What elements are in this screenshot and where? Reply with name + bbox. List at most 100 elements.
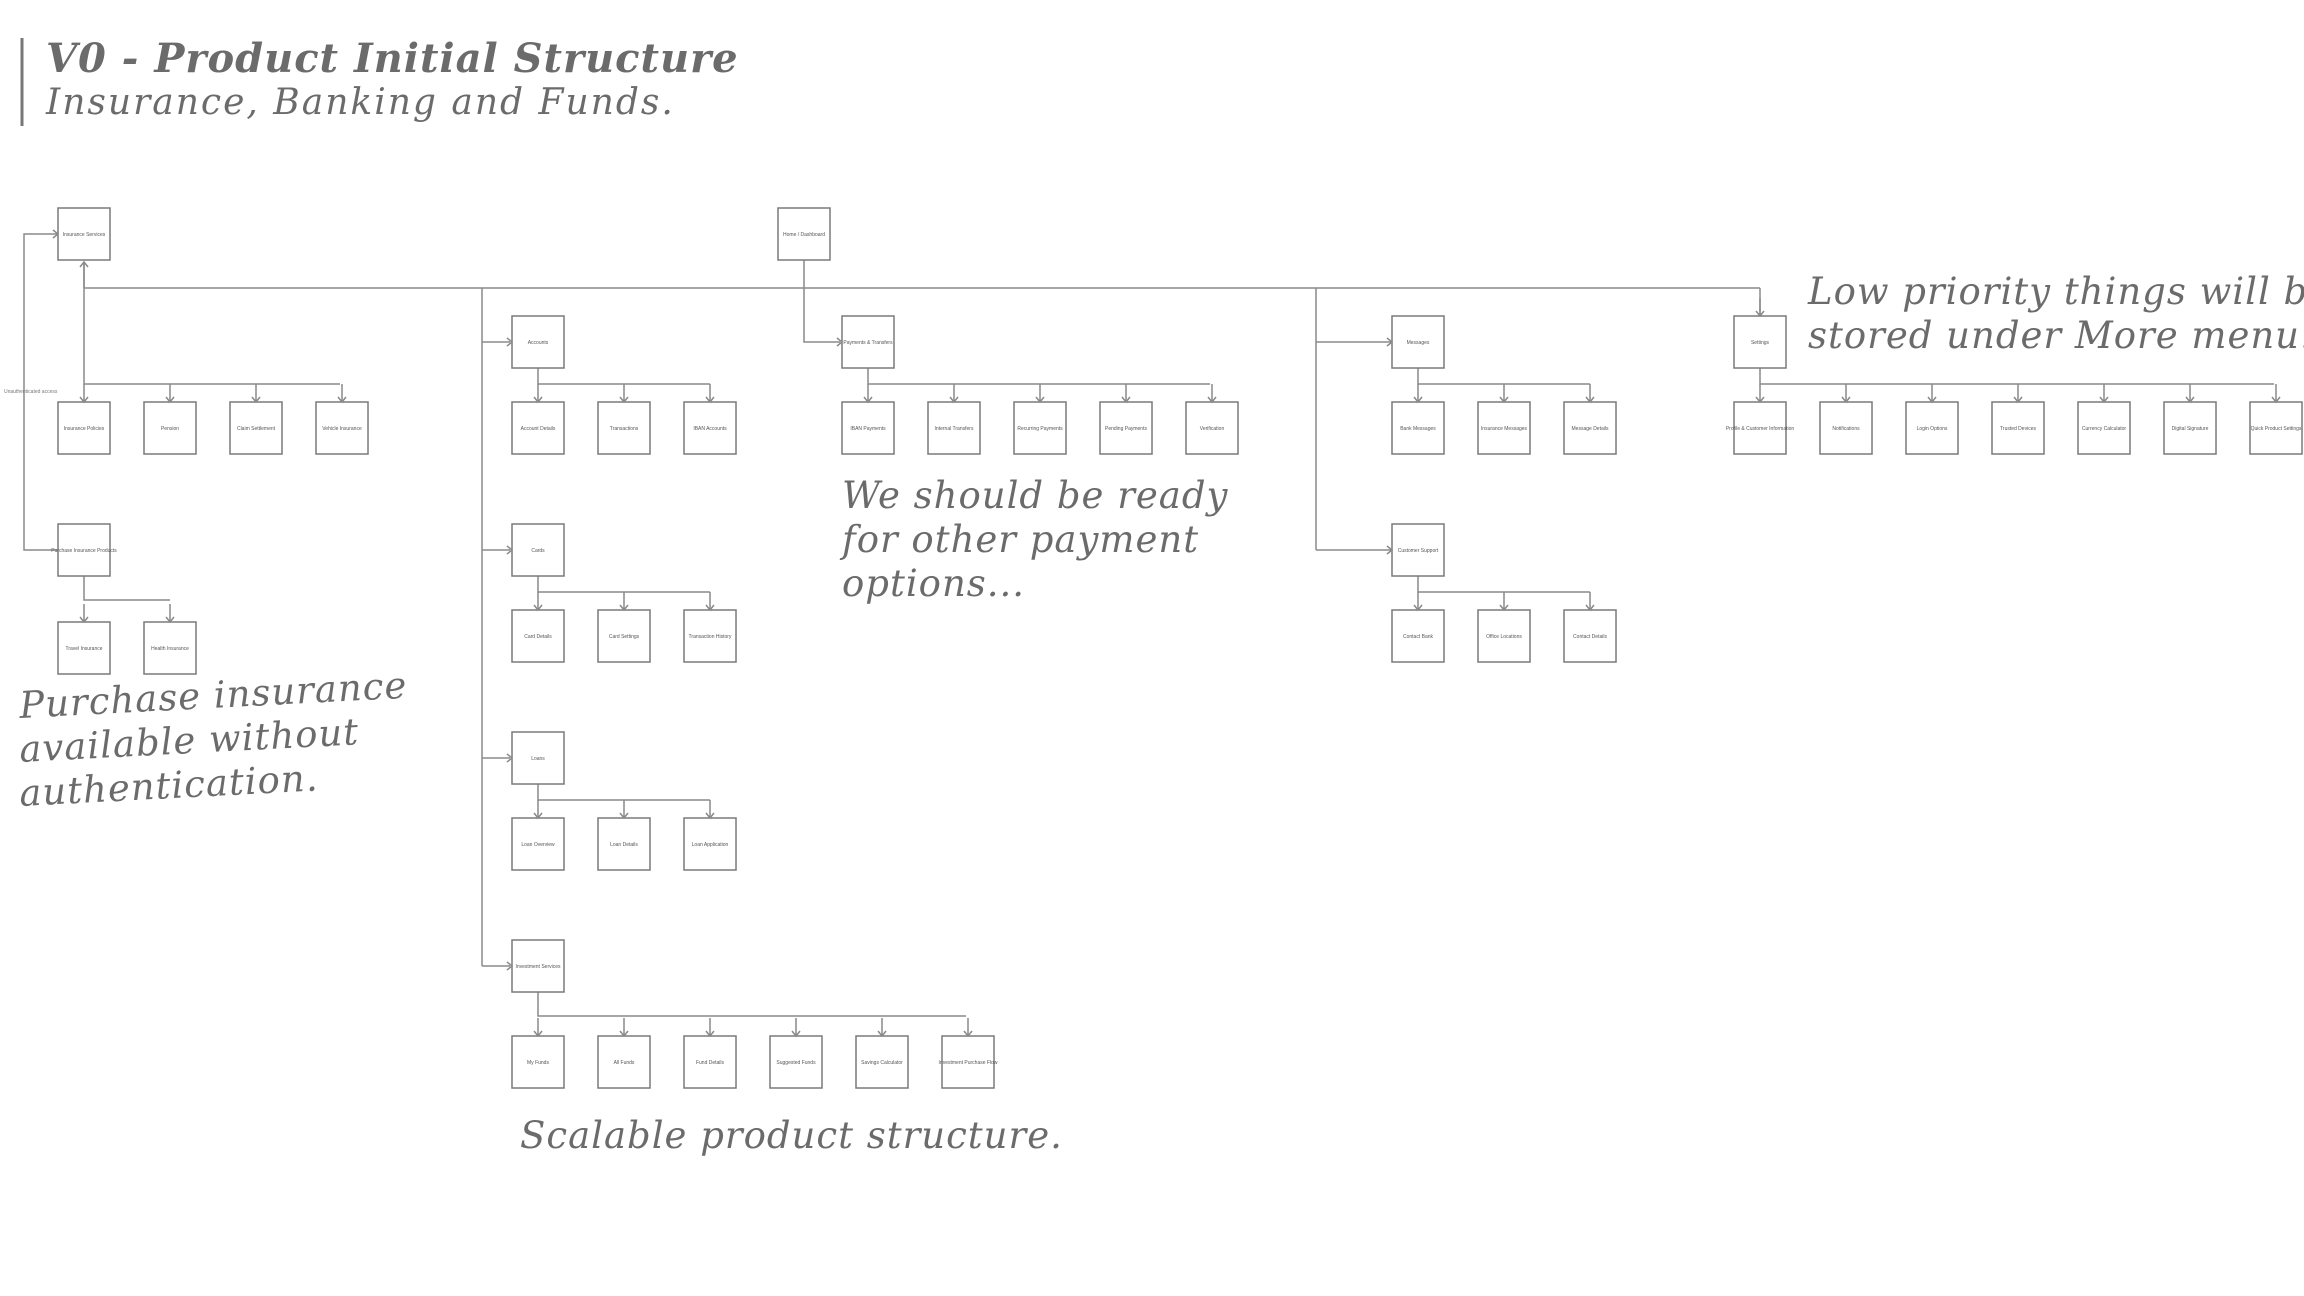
arrow-down-icon (619, 592, 629, 612)
svg-text:Purchase Insurance Products: Purchase Insurance Products (51, 548, 117, 554)
edge-insurance-children (83, 262, 340, 385)
arrow-down-icon (863, 384, 873, 404)
note-scalable: Scalable product structure. (520, 1114, 1063, 1157)
svg-text:Notifications: Notifications (1832, 426, 1860, 432)
node-internal-transfers: Internal Transfers (927, 401, 981, 455)
svg-text:Recurring Payments: Recurring Payments (1017, 426, 1063, 432)
node-claim-settlement: Claim Settlement (229, 401, 283, 455)
node-office-locations: Office Locations (1477, 609, 1531, 663)
node-health-insurance: Health Insurance (143, 621, 197, 675)
arrow-down-icon (165, 384, 175, 404)
node-message-details: Message Details (1563, 401, 1617, 455)
node-fund-details: Fund Details (683, 1035, 737, 1089)
node-cards: Cards (511, 523, 565, 577)
edge-purchase-children (83, 576, 170, 601)
node-profile-info: Profile & Customer Information (1726, 401, 1795, 455)
svg-text:Investment Purchase Flow: Investment Purchase Flow (939, 1060, 998, 1066)
svg-text:Accounts: Accounts (528, 340, 549, 346)
arrow-down-icon (1585, 592, 1595, 612)
arrow-down-icon (1755, 298, 1765, 318)
node-my-funds: My Funds (511, 1035, 565, 1089)
arrow-right-icon (836, 337, 844, 347)
arrow-down-icon (79, 604, 89, 624)
note-purchase-insurance: Purchase insurance available without aut… (17, 664, 408, 815)
arrow-down-icon (533, 592, 543, 612)
edge-settings-children (1759, 368, 2274, 385)
svg-text:Message Details: Message Details (1572, 426, 1609, 432)
node-home: Home / Dashboard (777, 207, 831, 261)
edge-payments-children (867, 368, 1210, 385)
node-iban-payments: IBAN Payments (841, 401, 895, 455)
node-login-options: Login Options (1905, 401, 1959, 455)
arrow-right-icon (506, 753, 514, 763)
arrow-down-icon (2271, 384, 2281, 404)
svg-text:Transactions: Transactions (610, 426, 639, 432)
node-transaction-history: Transaction History (683, 609, 737, 663)
svg-text:Cards: Cards (531, 548, 545, 554)
arrow-down-icon (705, 592, 715, 612)
node-loan-overview: Loan Overview (511, 817, 565, 871)
node-trusted-devices: Trusted Devices (1991, 401, 2045, 455)
arrow-down-icon (79, 384, 89, 404)
page-subtitle: Insurance, Banking and Funds. (45, 82, 675, 123)
svg-text:Scalable product structure.: Scalable product structure. (520, 1114, 1063, 1157)
svg-text:for other payment: for other payment (839, 518, 1199, 561)
svg-text:Trusted Devices: Trusted Devices (2000, 426, 2036, 432)
svg-text:stored under More menu.: stored under More menu. (1808, 314, 2304, 357)
arrow-down-icon (619, 384, 629, 404)
node-currency-calculator: Currency Calculator (2077, 401, 2131, 455)
node-purchase-insurance: Purchase Insurance Products (51, 523, 117, 577)
edge-unauthenticated-loop (23, 233, 58, 551)
edge-loans-children (537, 784, 710, 801)
svg-text:Contact Details: Contact Details (1573, 634, 1607, 640)
arrow-down-icon (949, 384, 959, 404)
node-vehicle-insurance: Vehicle Insurance (315, 401, 369, 455)
svg-text:Login Options: Login Options (1917, 426, 1948, 432)
arrow-down-icon (1841, 384, 1851, 404)
node-verification: Verification (1185, 401, 1239, 455)
arrow-down-icon (1499, 384, 1509, 404)
svg-text:Transaction History: Transaction History (689, 634, 732, 640)
arrow-down-icon (2185, 384, 2195, 404)
svg-text:Loan Details: Loan Details (610, 842, 638, 848)
arrow-down-icon (165, 604, 175, 624)
edge-main-bus (84, 260, 1760, 289)
svg-text:Savings Calculator: Savings Calculator (861, 1060, 903, 1066)
arrow-right-icon (506, 545, 514, 555)
arrow-right-icon (506, 337, 514, 347)
svg-text:options...: options... (842, 562, 1025, 605)
node-customer-support: Customer Support (1391, 523, 1445, 577)
node-digital-signature: Digital Signature (2163, 401, 2217, 455)
node-account-details: Account Details (511, 401, 565, 455)
arrow-down-icon (251, 384, 261, 404)
arrow-down-icon (2013, 384, 2023, 404)
svg-text:IBAN Payments: IBAN Payments (850, 426, 886, 432)
arrow-down-icon (1499, 592, 1509, 612)
svg-text:Investment Services: Investment Services (515, 964, 561, 970)
svg-text:Digital Signature: Digital Signature (2172, 426, 2209, 432)
node-bank-messages: Bank Messages (1391, 401, 1445, 455)
svg-text:Profile & Customer Information: Profile & Customer Information (1726, 426, 1795, 432)
node-settings: Settings (1733, 315, 1787, 369)
edge-messages-children (1417, 368, 1590, 385)
svg-text:Settings: Settings (1751, 340, 1770, 346)
svg-text:Vehicle Insurance: Vehicle Insurance (322, 426, 362, 432)
node-loan-application: Loan Application (683, 817, 737, 871)
svg-text:All Funds: All Funds (614, 1060, 635, 1066)
svg-text:Currency Calculator: Currency Calculator (2082, 426, 2127, 432)
svg-text:Suggested Funds: Suggested Funds (776, 1060, 816, 1066)
arrow-down-icon (533, 384, 543, 404)
edge-investment-children (537, 992, 966, 1017)
svg-text:Claim Settlement: Claim Settlement (237, 426, 276, 432)
node-messages: Messages (1391, 315, 1445, 369)
arrow-down-icon (705, 1018, 715, 1038)
node-travel-insurance: Travel Insurance (57, 621, 111, 675)
arrow-down-icon (1413, 384, 1423, 404)
svg-text:We should be ready: We should be ready (842, 474, 1229, 517)
node-investment-purchase: Investment Purchase Flow (939, 1035, 998, 1089)
node-card-details: Card Details (511, 609, 565, 663)
node-insurance-messages: Insurance Messages (1477, 401, 1531, 455)
arrow-down-icon (1413, 592, 1423, 612)
node-all-funds: All Funds (597, 1035, 651, 1089)
